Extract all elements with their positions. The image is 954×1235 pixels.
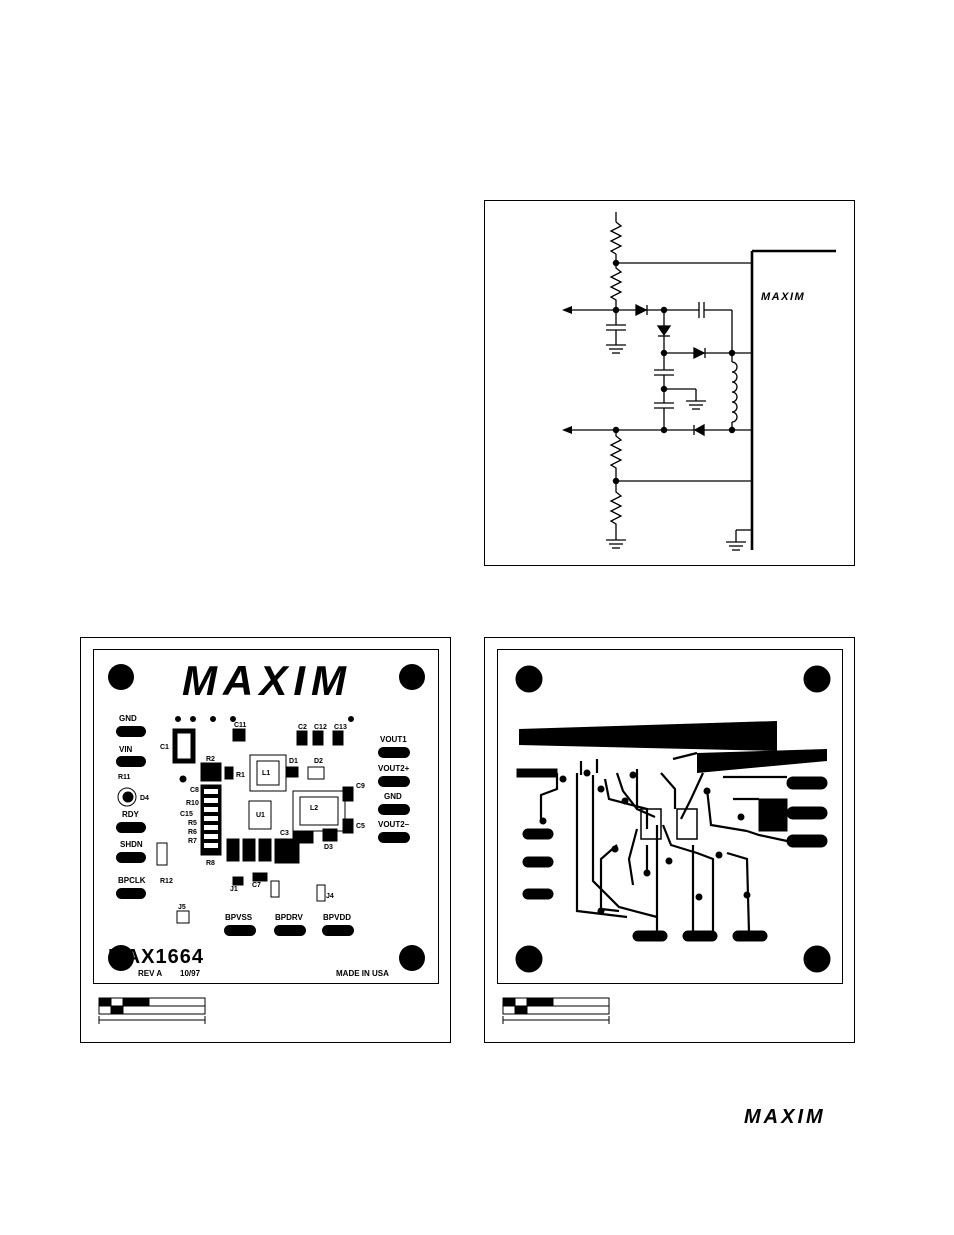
designator: D1 xyxy=(289,758,298,765)
silkscreen-frame: MAXIM GND VIN RDY SHDN BPCLK VOUT1 VOUT2… xyxy=(80,637,451,1043)
designator: L2 xyxy=(310,805,319,812)
silkscreen-board: MAXIM GND VIN RDY SHDN BPCLK VOUT1 VOUT2… xyxy=(93,649,439,984)
pcb-board xyxy=(497,649,843,984)
terminal-pad xyxy=(378,832,410,843)
designator: C11 xyxy=(234,722,247,729)
designator: C9 xyxy=(356,783,365,790)
schematic-maxim-logo: MAXIM xyxy=(761,291,806,303)
designator: U1 xyxy=(256,812,265,819)
resistor-r-top xyxy=(609,220,622,255)
designator: C1 xyxy=(160,744,169,751)
terminal-pad xyxy=(274,925,306,936)
mounting-hole xyxy=(108,945,134,971)
designator: R10 xyxy=(186,800,199,807)
designator: C5 xyxy=(356,823,365,830)
pcb-layout-frame xyxy=(484,637,855,1043)
terminal-label-vout1: VOUT1 xyxy=(380,735,407,744)
terminal-label-vin: VIN xyxy=(119,745,133,754)
designator: C7 xyxy=(252,882,261,889)
designator: R7 xyxy=(188,838,197,845)
terminal-label-vout2-minus: VOUT2– xyxy=(378,820,410,829)
board-name: MAX1664 xyxy=(108,946,204,968)
terminal-label-bpvdd: BPVDD xyxy=(323,913,352,922)
designator: D4 xyxy=(140,795,149,802)
mounting-hole xyxy=(399,664,425,690)
mounting-hole xyxy=(108,664,134,690)
designator: C8 xyxy=(190,787,199,794)
terminal-pad xyxy=(116,756,146,767)
terminal-pad xyxy=(116,822,146,833)
designator: R6 xyxy=(188,829,197,836)
designator: R2 xyxy=(206,756,215,763)
terminal-label-gnd-right: GND xyxy=(384,792,402,801)
designator: R12 xyxy=(160,878,173,885)
designator: R1 xyxy=(236,772,245,779)
terminal-pad xyxy=(378,747,410,758)
designator: J4 xyxy=(326,893,334,900)
terminal-label-bpdrv: BPDRV xyxy=(275,913,303,922)
designator: J1 xyxy=(230,886,238,893)
designator: D3 xyxy=(324,844,333,851)
silkscreen-components xyxy=(117,716,354,924)
terminal-label-shdn: SHDN xyxy=(120,840,143,849)
designator: C13 xyxy=(334,724,347,731)
schematic-drawing xyxy=(561,211,836,551)
designator: C2 xyxy=(298,724,307,731)
terminal-label-vout2-plus: VOUT2+ xyxy=(378,764,410,773)
terminal-label-gnd: GND xyxy=(119,714,137,723)
terminal-label-rdy: RDY xyxy=(122,810,139,819)
designator: D2 xyxy=(314,758,323,765)
silkscreen-maxim-logo: MAXIM xyxy=(182,657,352,704)
terminal-pad xyxy=(116,852,146,863)
terminal-pad xyxy=(224,925,256,936)
designator: C12 xyxy=(314,724,327,731)
board-date: 10/97 xyxy=(180,969,201,978)
made-in-label: MADE IN USA xyxy=(336,969,389,978)
inductor xyxy=(731,360,738,423)
designator: J5 xyxy=(178,904,186,911)
scale-bar xyxy=(98,997,206,1024)
terminal-pad xyxy=(378,776,410,787)
mounting-hole xyxy=(399,945,425,971)
terminal-pad xyxy=(116,726,146,737)
terminal-label-bpclk: BPCLK xyxy=(118,876,146,885)
footer-maxim-logo: MAXIM xyxy=(744,1106,826,1128)
pcb-traces xyxy=(515,665,831,973)
designator: R8 xyxy=(206,860,215,867)
designator: C15 xyxy=(180,811,193,818)
resistor-r-mid xyxy=(609,262,622,310)
designator: R11 xyxy=(118,774,131,781)
designator: L1 xyxy=(262,770,271,777)
terminal-pad xyxy=(116,888,146,899)
terminal-label-bpvss: BPVSS xyxy=(225,913,253,922)
schematic-frame: MAXIM xyxy=(484,200,855,566)
terminal-pad xyxy=(322,925,354,936)
designator: C3 xyxy=(280,830,289,837)
terminal-pad xyxy=(378,804,410,815)
board-revision: REV A xyxy=(138,969,163,978)
designator: R5 xyxy=(188,820,197,827)
scale-bar xyxy=(502,997,610,1024)
